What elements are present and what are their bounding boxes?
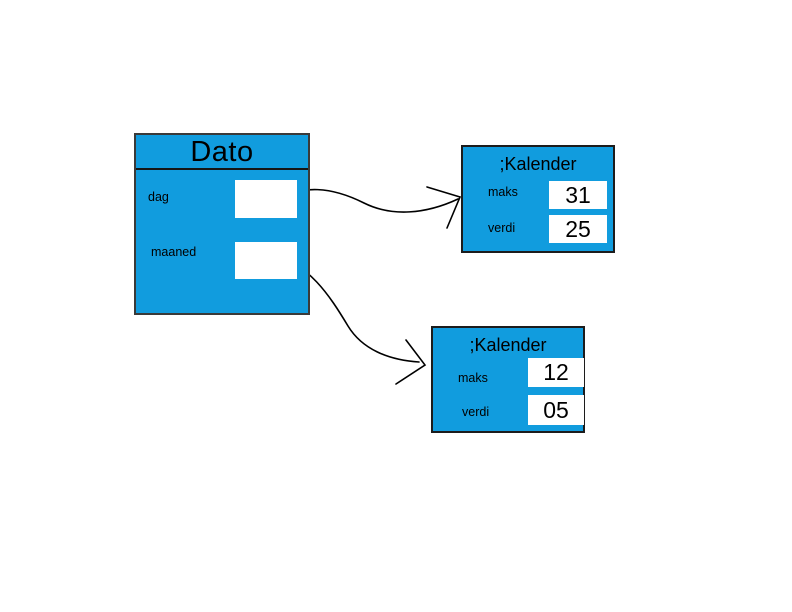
dato-object-box: Dato dag maaned (134, 133, 310, 315)
reference-slot-maaned (235, 242, 297, 279)
field-label-maks: maks (488, 185, 518, 199)
field-label-dag: dag (148, 190, 169, 204)
value-slot-maks: 12 (528, 358, 584, 387)
reference-slot-dag (235, 180, 297, 218)
field-label-maks: maks (458, 371, 488, 385)
field-label-maaned: maaned (151, 245, 197, 259)
field-label-verdi: verdi (462, 405, 490, 419)
dato-object-title: Dato (136, 135, 308, 170)
value-slot-verdi: 05 (528, 395, 584, 425)
arrowhead-dag-icon (426, 186, 462, 229)
kalender-day-title: ;Kalender (499, 154, 577, 174)
field-label-verdi: verdi (488, 221, 516, 235)
value-slot-maks: 31 (549, 181, 607, 209)
kalender-month-title: ;Kalender (469, 335, 547, 355)
kalender-day-object-box: ;Kalender maks 31 verdi 25 (461, 145, 615, 253)
arrowhead-maaned-icon (395, 339, 427, 385)
value-slot-verdi: 25 (549, 215, 607, 243)
kalender-month-object-box: ;Kalender maks 12 verdi 05 (431, 326, 585, 433)
